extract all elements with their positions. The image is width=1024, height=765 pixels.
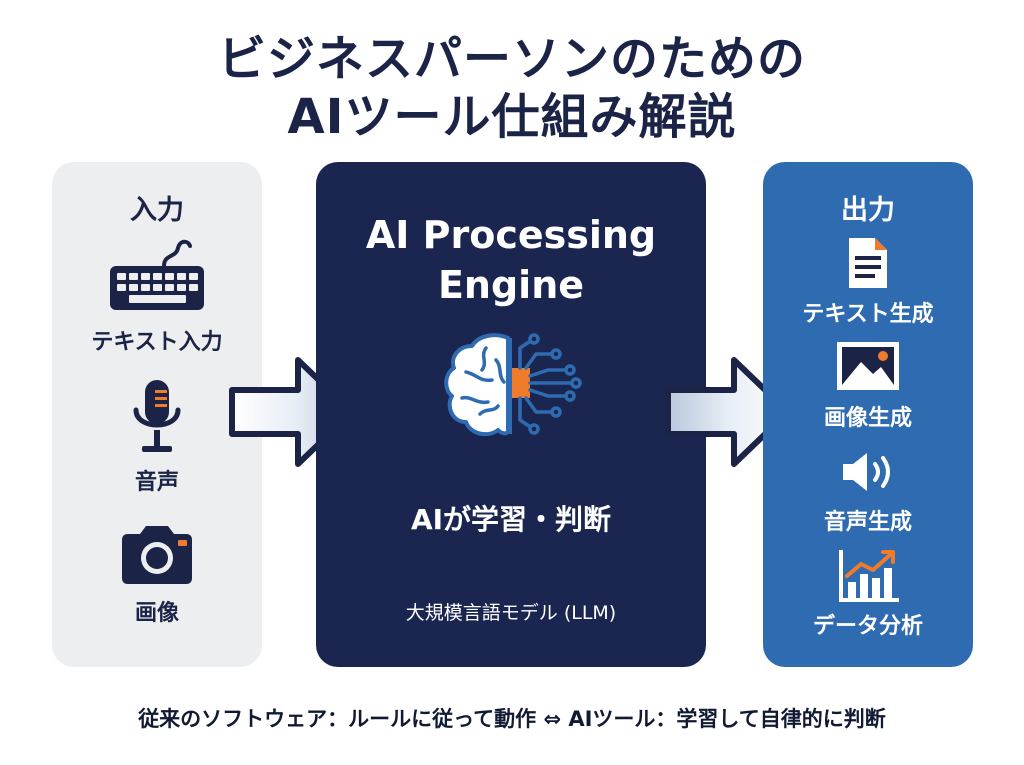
output-item-voice: 音声生成: [823, 510, 912, 535]
page-title: ビジネスパーソンのための AIツール仕組み解説: [0, 30, 1024, 146]
speaker-icon: [843, 453, 890, 491]
image-icon: [837, 342, 899, 390]
footer-comparison: 従来のソフトウェア：ルールに従って動作 ⇔ AIツール：学習して自律的に判断: [138, 707, 886, 731]
input-heading: 入力: [130, 195, 184, 226]
microphone-icon: [133, 380, 181, 452]
input-item-text: テキスト入力: [91, 330, 223, 355]
document-icon: [849, 238, 887, 288]
keyboard-icon: [110, 239, 204, 310]
input-item-voice: 音声: [134, 470, 179, 495]
input-item-image: 画像: [134, 601, 179, 626]
engine-title-line-1: AI Processing: [365, 213, 657, 257]
output-item-data: データ分析: [812, 614, 923, 639]
engine-title: AI Processing Engine: [316, 210, 706, 310]
title-line-1: ビジネスパーソンのための: [217, 31, 806, 87]
engine-note: 大規模言語モデル (LLM): [405, 602, 617, 624]
bar-chart-icon: [839, 550, 899, 602]
output-item-text: テキスト生成: [802, 302, 934, 327]
brain-circuit-icon: [444, 333, 582, 437]
output-heading: 出力: [841, 195, 895, 226]
engine-subtitle: AIが学習・判断: [410, 503, 612, 536]
output-item-image: 画像生成: [823, 406, 912, 431]
title-line-2: AIツール仕組み解説: [287, 89, 737, 145]
engine-panel: AI Processing Engine: [316, 162, 706, 667]
camera-icon: [122, 526, 192, 584]
engine-to-output-arrow: [665, 357, 791, 467]
input-panel: 入力 テキスト入力 音声 画像: [52, 162, 262, 667]
output-panel: 出力 テキスト生成 画像生成 音声生成 データ分析: [763, 162, 973, 667]
engine-title-line-2: Engine: [437, 263, 585, 307]
